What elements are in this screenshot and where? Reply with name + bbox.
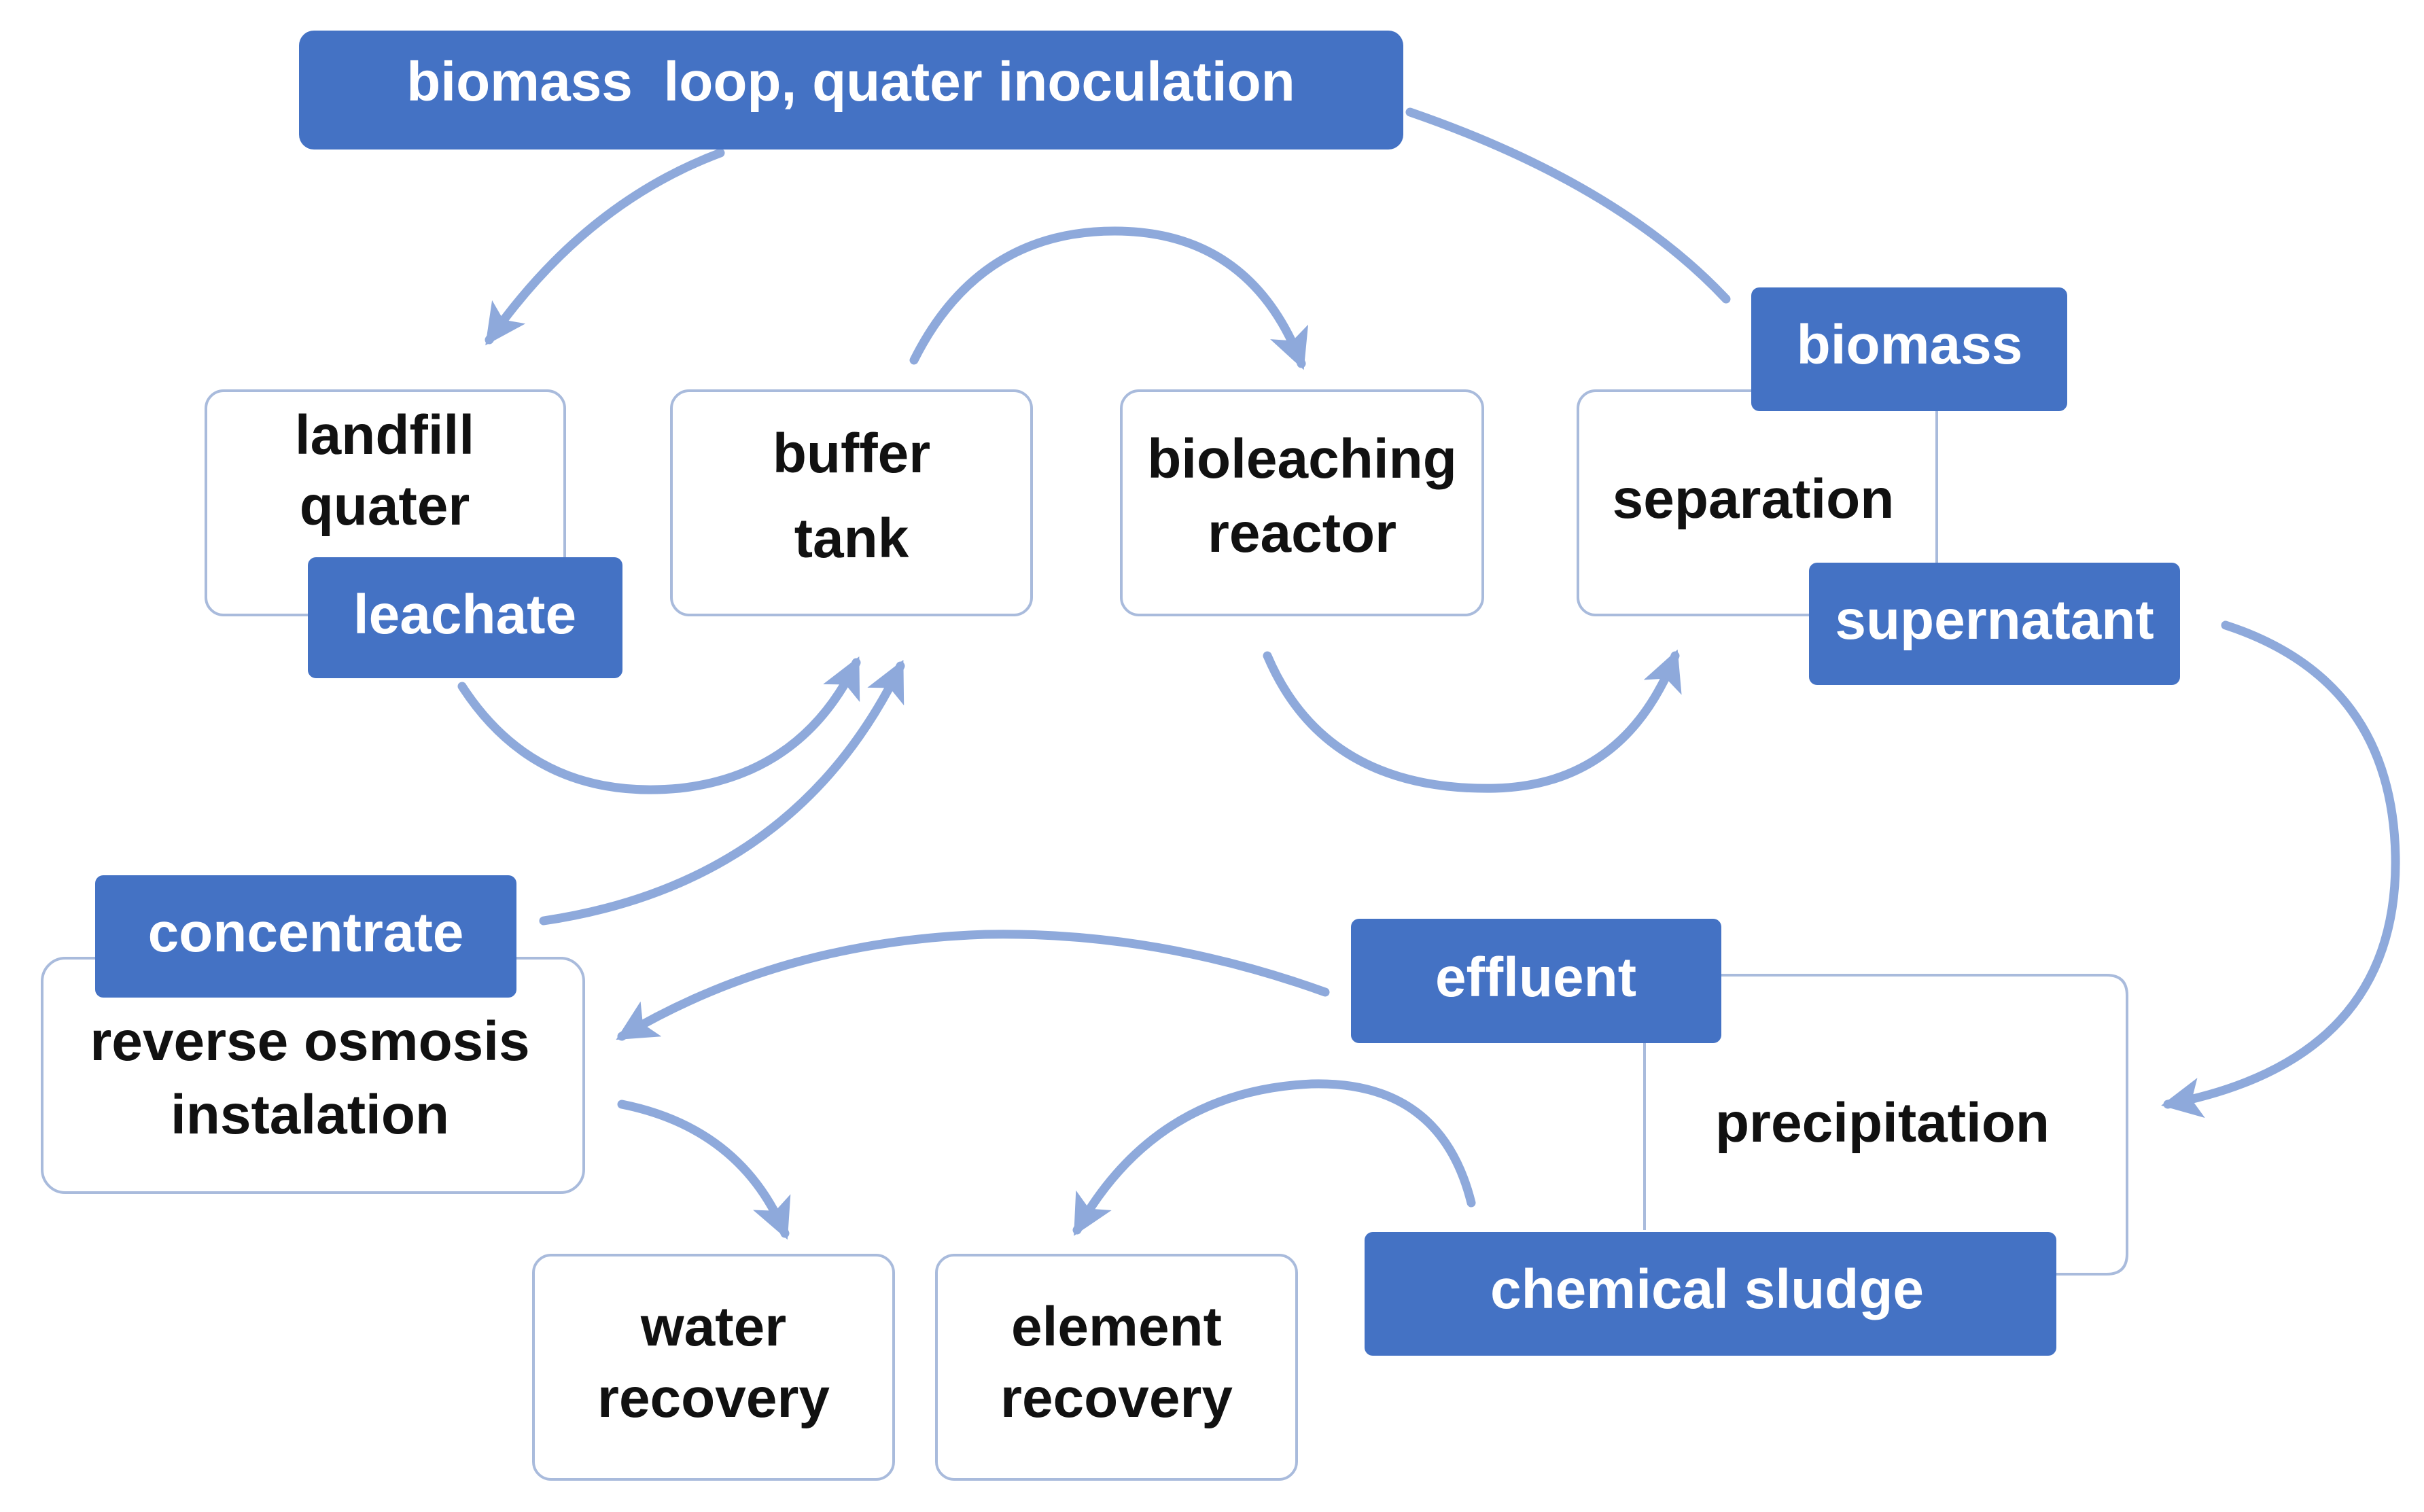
effluent-tag: effluent [1351,919,1721,1043]
water-recovery-node: water recovery [532,1254,895,1481]
bioleaching-reactor-node: bioleaching reactor [1120,389,1484,616]
chemical-sludge-tag: chemical sludge [1365,1232,2056,1356]
arrow-concentrate-to-buffer [539,660,905,926]
bioleaching-line1: bioleaching [1147,428,1457,490]
bioleaching-line2: reactor [1208,502,1397,564]
arrow-reactor-to-separation [1263,649,1682,793]
separation-node: separation [1577,389,1938,616]
water-recovery-line1: water [640,1296,786,1358]
leachate-tag: leachate [308,557,622,678]
reverse-osmosis-line1: reverse osmosis [90,1010,529,1072]
arrow-separation-to-topbar [1405,107,1731,304]
concentrate-label: concentrate [148,902,464,964]
arrow-buffer-to-reactor [909,226,1309,370]
concentrate-tag: concentrate [95,875,516,998]
water-recovery-line2: recovery [597,1367,830,1429]
reverse-osmosis-node: reverse osmosis instalation [41,957,585,1194]
element-recovery-line1: element [1011,1296,1222,1358]
arrow-osmosis-to-water-recovery [617,1100,791,1240]
landfill-line1: landfill [295,404,474,466]
biomass-loop-banner: biomass loop, quater inoculation [299,31,1403,150]
buffer-tank-node: buffer tank [670,389,1033,616]
buffer-line1: buffer [773,423,930,485]
chemical-sludge-label: chemical sludge [1490,1259,1924,1320]
arrow-sludge-to-element-recovery [1072,1079,1476,1236]
leachate-label: leachate [353,584,576,646]
supernatant-tag: supernatant [1809,563,2180,685]
precipitation-node: precipitation [1643,974,2128,1276]
biomass-label: biomass [1797,314,2023,376]
element-recovery-line2: recovery [1000,1367,1233,1429]
buffer-line2: tank [794,508,909,569]
arrow-supernatant-to-precipitation [2161,620,2400,1119]
effluent-label: effluent [1435,947,1636,1008]
arrow-leachate-to-buffer [457,656,861,794]
landfill-line2: quater [300,475,470,537]
flow-arrows [457,107,2400,1240]
precipitation-label: precipitation [1715,1092,2050,1154]
element-recovery-node: element recovery [935,1254,1298,1481]
separation-label: separation [1613,468,1895,530]
reverse-osmosis-line2: instalation [171,1084,449,1146]
biomass-loop-label: biomass loop, quater inoculation [406,51,1295,113]
supernatant-label: supernatant [1835,589,2154,651]
biomass-tag: biomass [1751,287,2067,411]
arrow-effluent-to-reverse-osmosis [616,930,1330,1041]
arrow-topbar-to-landfill [485,148,725,346]
